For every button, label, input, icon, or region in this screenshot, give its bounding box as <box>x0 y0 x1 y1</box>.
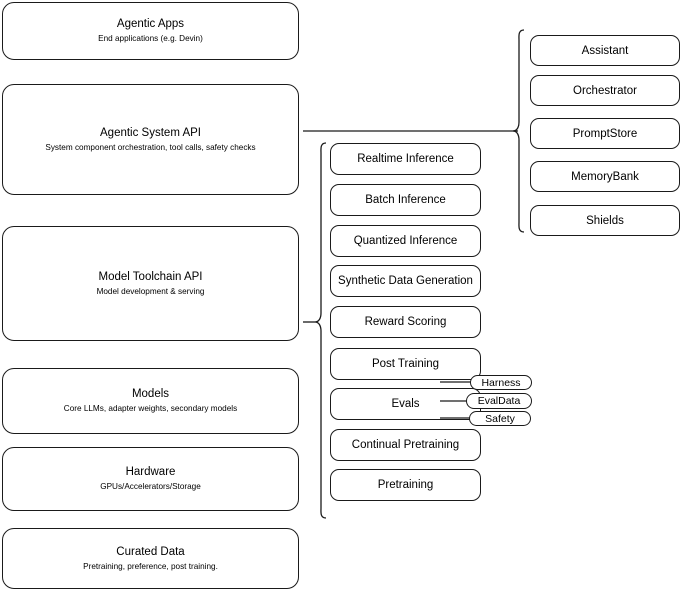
component-pretraining[interactable]: Pretraining <box>330 469 481 501</box>
layer-subtitle: GPUs/Accelerators/Storage <box>100 482 201 491</box>
layer-agentic-apps[interactable]: Agentic Apps End applications (e.g. Devi… <box>2 2 299 60</box>
layer-subtitle: Pretraining, preference, post training. <box>83 561 218 571</box>
layer-hardware[interactable]: Hardware GPUs/Accelerators/Storage <box>2 447 299 511</box>
component-shields[interactable]: Shields <box>530 205 680 236</box>
component-evals[interactable]: Evals <box>330 388 481 420</box>
component-quantized-inference[interactable]: Quantized Inference <box>330 225 481 257</box>
component-realtime-inference[interactable]: Realtime Inference <box>330 143 481 175</box>
layer-model-toolchain-api[interactable]: Model Toolchain API Model development & … <box>2 226 299 341</box>
layer-title: Models <box>131 388 170 400</box>
component-assistant[interactable]: Assistant <box>530 35 680 66</box>
layer-title: Agentic System API <box>100 126 201 139</box>
layer-title: Model Toolchain API <box>98 270 203 283</box>
layer-agentic-system-api[interactable]: Agentic System API System component orch… <box>2 84 299 195</box>
subcomponent-safety[interactable]: Safety <box>469 411 531 426</box>
layer-title: Curated Data <box>116 545 185 558</box>
component-continual-pretraining[interactable]: Continual Pretraining <box>330 429 481 461</box>
layer-subtitle: System component orchestration, tool cal… <box>45 142 256 152</box>
layer-curated-data[interactable]: Curated Data Pretraining, preference, po… <box>2 528 299 589</box>
layer-subtitle: Model development & serving <box>96 286 205 296</box>
component-post-training[interactable]: Post Training <box>330 348 481 380</box>
component-synthetic-data-generation[interactable]: Synthetic Data Generation <box>330 265 481 297</box>
component-orchestrator[interactable]: Orchestrator <box>530 75 680 106</box>
component-promptstore[interactable]: PromptStore <box>530 118 680 149</box>
component-reward-scoring[interactable]: Reward Scoring <box>330 306 481 338</box>
layer-title: Hardware <box>125 466 176 478</box>
component-memorybank[interactable]: MemoryBank <box>530 161 680 192</box>
component-batch-inference[interactable]: Batch Inference <box>330 184 481 216</box>
layer-subtitle: End applications (e.g. Devin) <box>98 34 203 43</box>
brace-model-toolchain <box>314 142 327 519</box>
layer-subtitle: Core LLMs, adapter weights, secondary mo… <box>63 404 238 413</box>
layer-models[interactable]: Models Core LLMs, adapter weights, secon… <box>2 368 299 434</box>
layer-title: Agentic Apps <box>116 18 185 30</box>
brace-agentic-system <box>512 29 525 233</box>
subcomponent-evaldata[interactable]: EvalData <box>466 393 532 409</box>
subcomponent-harness[interactable]: Harness <box>470 375 532 390</box>
